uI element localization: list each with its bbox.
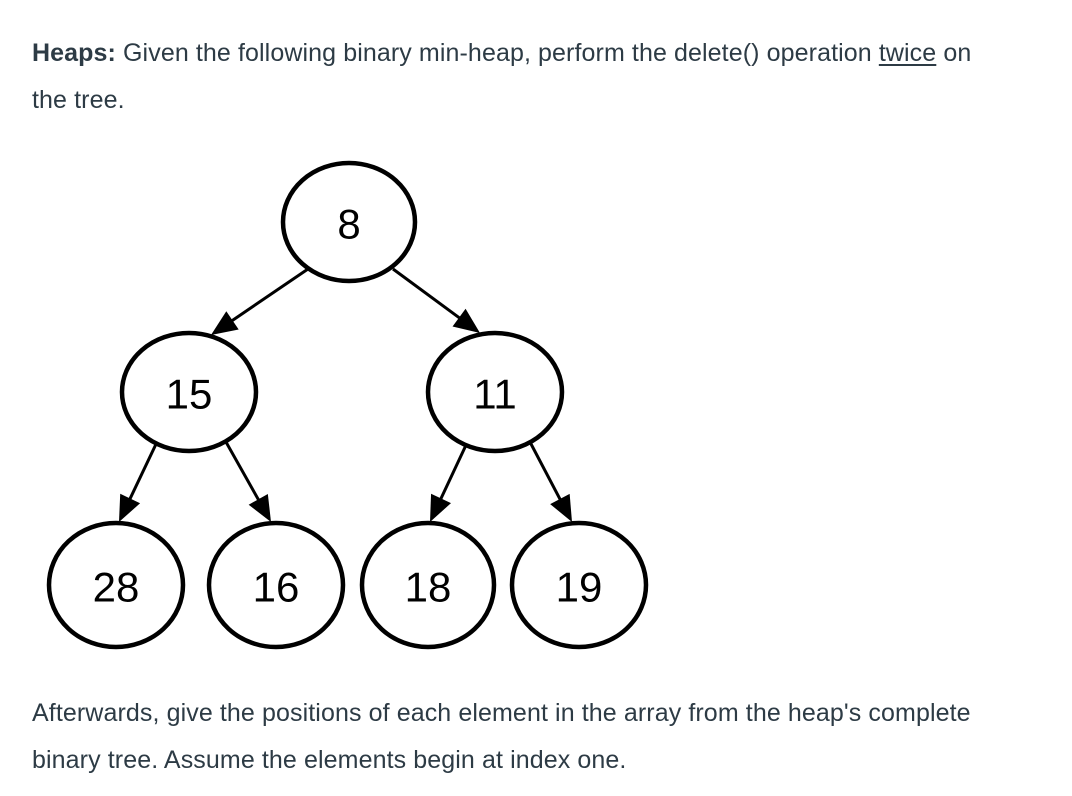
prompt-text-part-a: Given the following binary min-heap, per… xyxy=(115,39,879,67)
node-value-label: 28 xyxy=(93,564,140,611)
tree-edge xyxy=(224,441,271,522)
edge-line xyxy=(126,441,159,505)
edge-layer xyxy=(119,267,572,522)
edge-line xyxy=(528,441,565,505)
tree-node: 8 xyxy=(280,160,418,284)
tree-edge xyxy=(528,441,572,522)
arrow-head-icon xyxy=(248,493,271,522)
tree-edge xyxy=(430,442,469,522)
tree-edge xyxy=(211,267,309,335)
tree-node: 28 xyxy=(46,520,186,650)
arrow-head-icon xyxy=(119,493,141,522)
edge-line xyxy=(437,442,469,505)
node-value-label: 8 xyxy=(337,201,360,248)
tree-svg: 8 15 11 28 16 18 19 xyxy=(46,160,649,650)
tree-node: 11 xyxy=(425,330,565,454)
arrow-head-icon xyxy=(550,493,572,522)
node-circle xyxy=(206,520,346,650)
edge-line xyxy=(392,267,465,323)
question-prompt-bottom: Afterwards, give the positions of each e… xyxy=(32,699,971,774)
arrow-head-icon xyxy=(211,311,239,335)
prompt-topic-label: Heaps: xyxy=(32,39,116,67)
node-layer: 8 15 11 28 16 18 19 xyxy=(46,160,649,650)
tree-node: 18 xyxy=(359,520,497,650)
node-value-label: 16 xyxy=(253,564,300,611)
prompt-emphasis-twice: twice xyxy=(878,39,937,67)
question-prompt-top: Heaps: Given the following binary min-he… xyxy=(32,30,992,124)
node-circle xyxy=(425,330,565,454)
arrow-head-icon xyxy=(452,308,480,333)
node-value-label: 11 xyxy=(473,371,517,418)
tree-node: 16 xyxy=(206,520,346,650)
node-value-label: 15 xyxy=(166,371,213,418)
node-value-label: 18 xyxy=(405,564,452,611)
tree-edge xyxy=(119,441,159,522)
binary-min-heap-diagram: 8 15 11 28 16 18 19 xyxy=(0,130,700,670)
edge-line xyxy=(226,267,309,325)
node-circle xyxy=(119,330,259,454)
edge-line xyxy=(224,441,263,506)
node-circle xyxy=(280,160,418,284)
node-circle xyxy=(359,520,497,650)
prompt-text-part-b: on the tree. xyxy=(32,39,972,114)
node-circle xyxy=(46,520,186,650)
tree-node: 19 xyxy=(509,520,649,650)
node-circle xyxy=(509,520,649,650)
node-value-label: 19 xyxy=(556,564,603,611)
arrow-head-icon xyxy=(430,493,451,522)
tree-node: 15 xyxy=(119,330,259,454)
tree-edge xyxy=(392,267,480,333)
